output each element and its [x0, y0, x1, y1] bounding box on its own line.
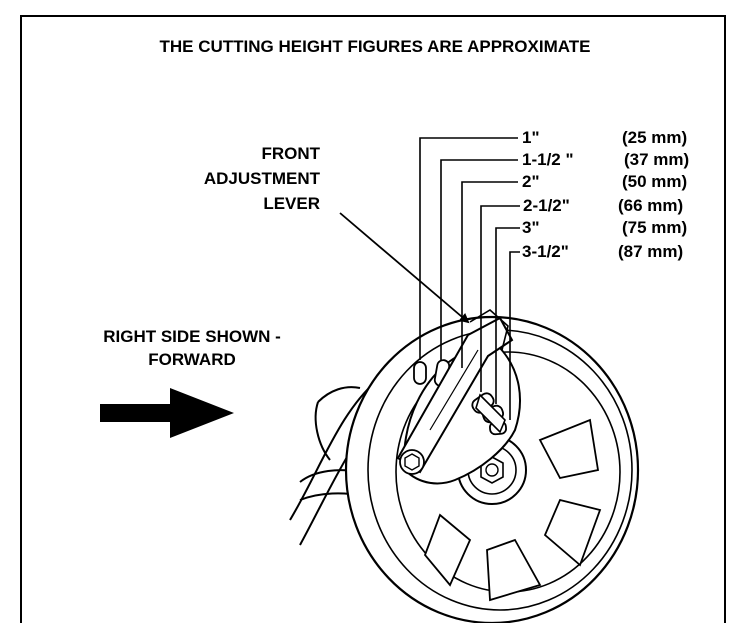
height-4-mm: (66 mm) [618, 196, 684, 215]
height-5-mm: (75 mm) [622, 218, 688, 237]
height-1-inch: 1" [522, 128, 540, 147]
height-2-inch: 1-1/2 " [522, 150, 574, 169]
height-6-mm: (87 mm) [618, 242, 684, 261]
figure-frame: THE CUTTING HEIGHT FIGURES ARE APPROXIMA… [20, 15, 726, 623]
figure-title: THE CUTTING HEIGHT FIGURES ARE APPROXIMA… [159, 37, 591, 56]
height-3-mm: (50 mm) [622, 172, 688, 191]
lever-pointer-arrow [339, 212, 470, 324]
height-3-inch: 2" [522, 172, 540, 191]
height-2-mm: (37 mm) [624, 150, 690, 169]
height-1-mm: (25 mm) [622, 128, 688, 147]
wheel-spoke-openings [423, 418, 602, 602]
height-6-inch: 3-1/2" [522, 242, 569, 261]
lever-label: FRONT ADJUSTMENT LEVER [203, 144, 320, 213]
side-label: RIGHT SIDE SHOWN - FORWARD [103, 327, 281, 369]
height-5-inch: 3" [522, 218, 540, 237]
height-4-inch: 2-1/2" [523, 196, 570, 215]
adjustment-lever [396, 309, 514, 475]
wheel [344, 315, 640, 623]
height-leader-lines [419, 137, 520, 420]
forward-arrow-icon [100, 388, 234, 438]
